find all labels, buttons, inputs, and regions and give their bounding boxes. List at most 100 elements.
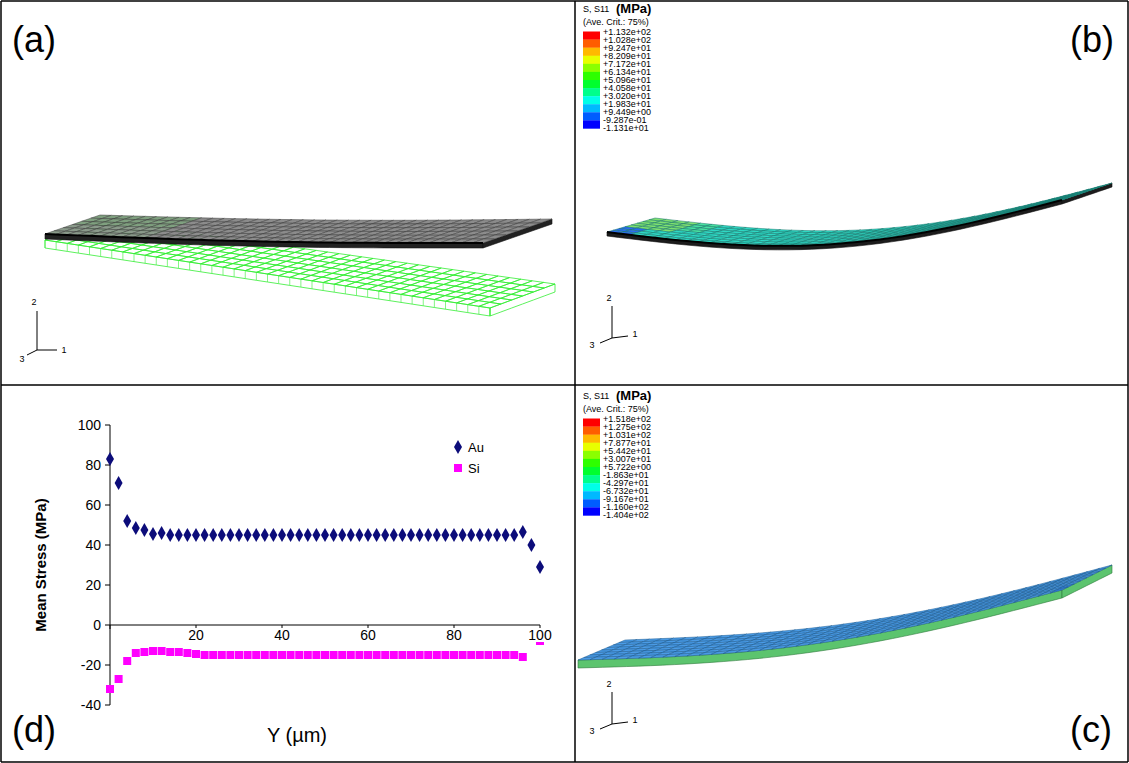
color-bar-cell bbox=[583, 40, 600, 48]
au-point bbox=[527, 538, 535, 552]
color-bar-cell bbox=[583, 72, 600, 80]
mesh-line bbox=[145, 255, 146, 263]
mesh-line bbox=[267, 274, 268, 282]
panel-label: (c) bbox=[1070, 712, 1112, 748]
mesh-element bbox=[893, 625, 911, 630]
mesh-element bbox=[495, 231, 518, 235]
au-point bbox=[493, 528, 501, 542]
si-point bbox=[140, 648, 148, 656]
axis-arm bbox=[27, 350, 37, 355]
au-point bbox=[416, 528, 424, 542]
mesh-line bbox=[189, 262, 190, 270]
y-axis bbox=[110, 425, 111, 705]
axis-label: 3 bbox=[589, 341, 594, 350]
tick-label: 40 bbox=[273, 628, 291, 642]
axis-title: Y (µm) bbox=[267, 725, 327, 745]
au-point bbox=[209, 528, 217, 542]
si-point bbox=[364, 651, 372, 659]
au-point bbox=[398, 528, 406, 542]
mesh-element bbox=[1002, 600, 1020, 606]
si-point bbox=[510, 651, 518, 659]
au-point bbox=[295, 528, 303, 542]
legend-marker bbox=[454, 464, 462, 472]
mesh-line bbox=[156, 257, 157, 265]
au-point bbox=[424, 528, 432, 542]
si-point bbox=[467, 651, 475, 659]
si-point bbox=[424, 651, 432, 659]
tick-label: 80 bbox=[85, 458, 101, 472]
mesh-line bbox=[434, 300, 435, 308]
mesh-element bbox=[929, 617, 947, 623]
mesh-line bbox=[334, 284, 335, 292]
au-point bbox=[261, 528, 269, 542]
axis-label: 3 bbox=[589, 727, 594, 736]
au-point bbox=[123, 514, 131, 528]
stress-contour-plate bbox=[578, 565, 1112, 668]
au-point bbox=[235, 528, 243, 542]
axis-arm bbox=[600, 724, 612, 729]
au-point bbox=[201, 528, 209, 542]
si-point bbox=[175, 648, 183, 656]
au-point bbox=[321, 528, 329, 542]
si-point bbox=[450, 651, 458, 659]
mesh-line bbox=[289, 277, 290, 285]
mesh-line bbox=[401, 294, 402, 302]
plate-edge bbox=[45, 234, 483, 243]
color-bar-cell bbox=[583, 48, 600, 56]
mesh-line bbox=[178, 260, 179, 268]
si-point bbox=[502, 651, 510, 659]
si-point bbox=[287, 651, 295, 659]
mesh-line bbox=[278, 276, 279, 284]
color-bar-cell bbox=[583, 435, 600, 443]
mesh-element bbox=[977, 606, 995, 612]
au-point bbox=[450, 528, 458, 542]
si-point bbox=[218, 651, 226, 659]
au-point bbox=[433, 528, 441, 542]
axis-label: 2 bbox=[606, 680, 611, 689]
tick bbox=[105, 625, 110, 626]
axis-label: 2 bbox=[606, 294, 611, 303]
tick bbox=[105, 505, 110, 506]
color-bar-cell bbox=[583, 491, 600, 499]
au-point bbox=[484, 528, 492, 542]
color-bar-cell bbox=[583, 483, 600, 491]
mesh-line bbox=[200, 264, 201, 272]
axis-triad bbox=[600, 306, 628, 343]
tick-label: 80 bbox=[445, 628, 463, 642]
color-bar-cell bbox=[583, 88, 600, 96]
stress-contour-plate bbox=[607, 183, 1112, 250]
axis-arm bbox=[612, 722, 628, 724]
tick-label: -20 bbox=[81, 658, 101, 672]
color-bar-title: S, S11 bbox=[583, 5, 609, 14]
plate-edge bbox=[607, 200, 1062, 246]
si-point bbox=[269, 651, 277, 659]
mesh-element bbox=[881, 628, 899, 633]
si-point bbox=[192, 650, 200, 658]
mesh-line bbox=[478, 306, 479, 314]
plate-side bbox=[45, 240, 490, 316]
si-point bbox=[433, 651, 441, 659]
au-point bbox=[106, 452, 114, 466]
color-bar bbox=[583, 32, 600, 129]
mesh-line bbox=[134, 254, 135, 262]
mesh-element bbox=[529, 219, 552, 223]
mesh-line bbox=[211, 266, 212, 274]
au-point bbox=[373, 528, 381, 542]
undeformed-mesh bbox=[45, 220, 555, 316]
si-point bbox=[201, 651, 209, 659]
mesh-element bbox=[905, 623, 923, 628]
si-point bbox=[398, 651, 406, 659]
mesh-element bbox=[989, 603, 1007, 609]
scatter-chart bbox=[105, 425, 544, 705]
tick-label: 0 bbox=[93, 618, 101, 632]
panel-divider bbox=[0, 1, 2, 762]
mesh-line bbox=[467, 305, 468, 313]
au-point bbox=[166, 528, 174, 542]
panel-divider bbox=[1127, 1, 1129, 762]
axis-triad bbox=[600, 692, 628, 729]
panel-label: (d) bbox=[12, 712, 56, 748]
mesh-line bbox=[223, 267, 224, 275]
